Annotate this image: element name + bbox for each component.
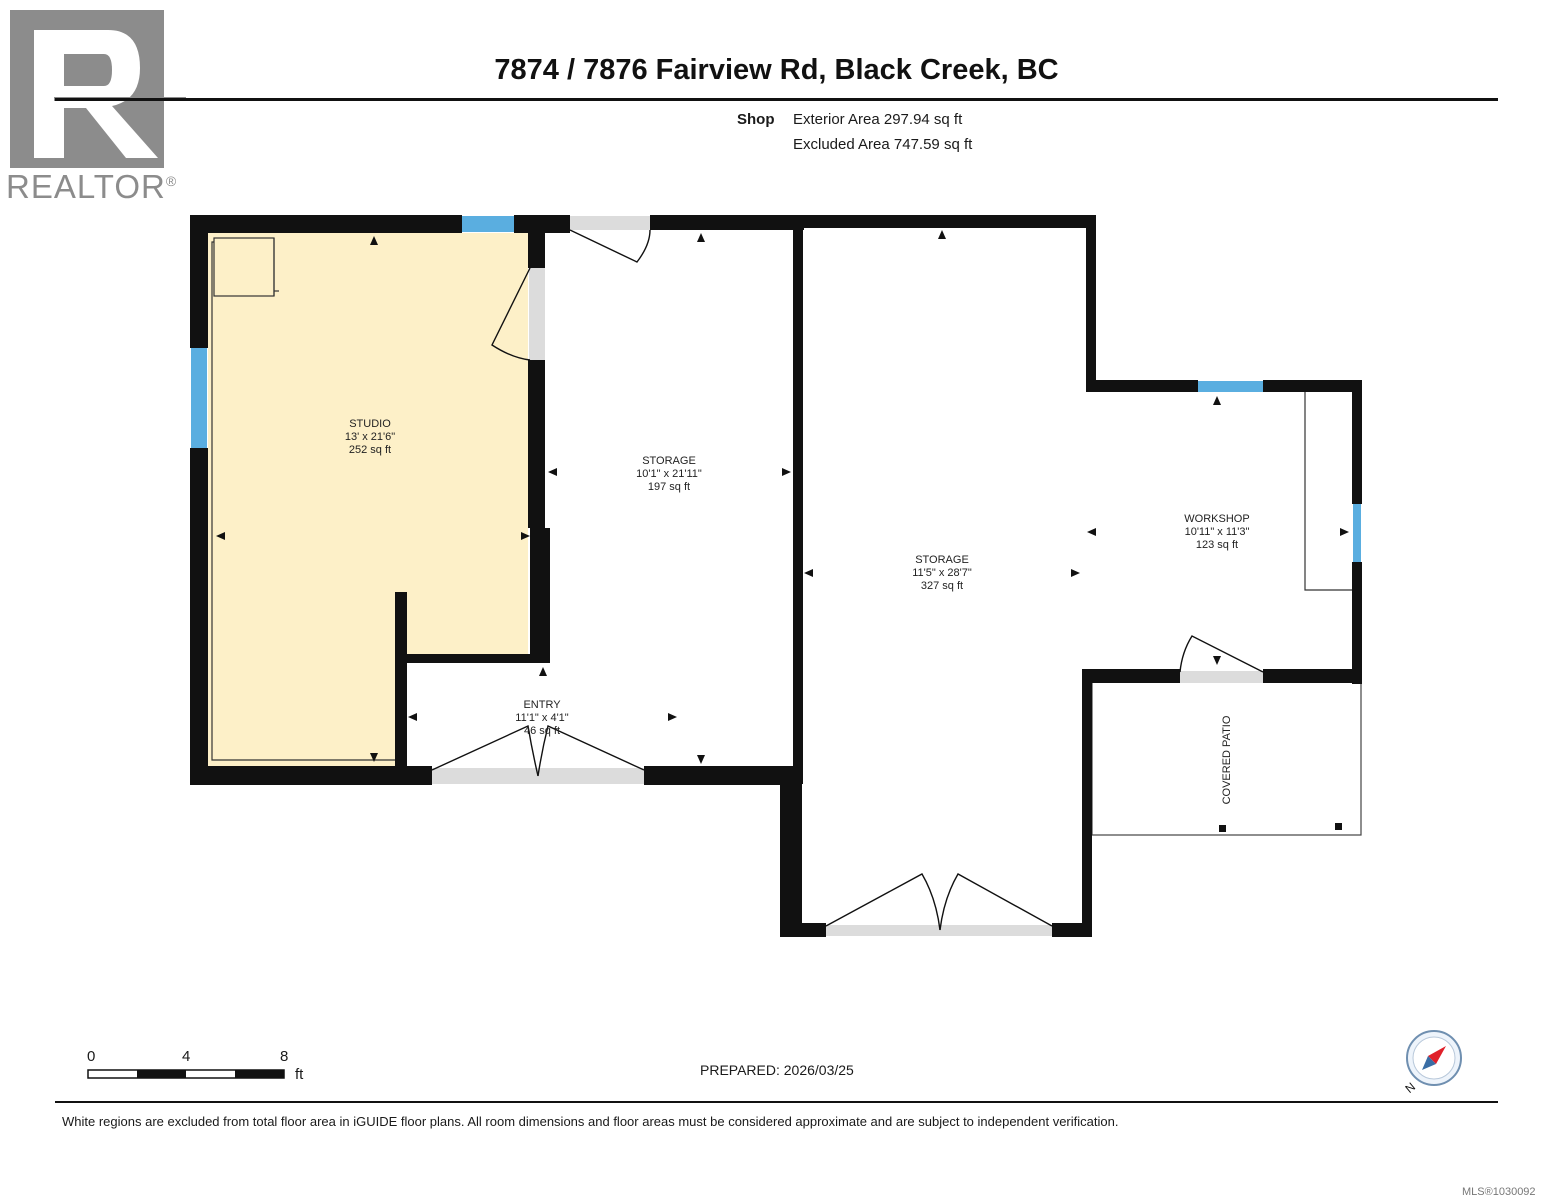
svg-text:252 sq ft: 252 sq ft — [349, 444, 391, 456]
dimension-arrows — [216, 230, 1349, 764]
room-label-storage-2: STORAGE 11'5" x 28'7" 327 sq ft — [912, 554, 972, 592]
room-label-workshop: WORKSHOP 10'11" x 11'3" 123 sq ft — [1184, 513, 1249, 551]
studio-floor — [208, 233, 528, 766]
scale-tick-8: 8 — [280, 1048, 289, 1065]
walls — [190, 215, 1362, 937]
room-label-covered-patio: COVERED PATIO — [1221, 715, 1233, 804]
svg-text:11'5" x 28'7": 11'5" x 28'7" — [912, 567, 972, 579]
svg-text:123 sq ft: 123 sq ft — [1196, 539, 1238, 551]
scale-tick-4: 4 — [182, 1048, 191, 1065]
built-ins — [211, 237, 1352, 761]
exterior-area-text: Exterior Area 297.94 sq ft — [793, 111, 963, 128]
footer-divider — [55, 1101, 1498, 1103]
realtor-logo — [10, 10, 186, 168]
svg-text:10'11" x 11'3": 10'11" x 11'3" — [1185, 526, 1250, 538]
svg-text:46 sq ft: 46 sq ft — [524, 725, 560, 737]
svg-text:197 sq ft: 197 sq ft — [648, 481, 690, 493]
door-swings — [431, 229, 1264, 931]
patio-post — [1219, 825, 1226, 832]
realtor-wordmark: REALTOR® — [6, 168, 178, 205]
title-divider — [55, 98, 1498, 101]
scale-tick-0: 0 — [87, 1048, 96, 1065]
page-title: 7874 / 7876 Fairview Rd, Black Creek, BC — [494, 54, 1059, 86]
compass-icon: N — [1402, 1030, 1462, 1096]
svg-text:STORAGE: STORAGE — [915, 554, 969, 566]
room-label-studio: STUDIO 13' x 21'6" 252 sq ft — [345, 418, 395, 456]
windows — [191, 216, 1361, 562]
door-openings — [432, 216, 1263, 936]
scale-bar — [87, 1069, 285, 1079]
excluded-area-text: Excluded Area 747.59 sq ft — [793, 136, 973, 153]
svg-text:STUDIO: STUDIO — [349, 418, 391, 430]
svg-text:WORKSHOP: WORKSHOP — [1184, 513, 1249, 525]
svg-text:11'1" x 4'1": 11'1" x 4'1" — [515, 712, 568, 724]
svg-text:10'1" x 21'11": 10'1" x 21'11" — [636, 468, 702, 480]
scale-unit: ft — [295, 1066, 304, 1083]
room-label-storage-1: STORAGE 10'1" x 21'11" 197 sq ft — [636, 455, 702, 493]
svg-text:ENTRY: ENTRY — [523, 699, 561, 711]
disclaimer-text: White regions are excluded from total fl… — [62, 1114, 1119, 1129]
patio-post — [1335, 823, 1342, 830]
svg-text:STORAGE: STORAGE — [642, 455, 696, 467]
svg-text:N: N — [1402, 1080, 1418, 1096]
prepared-date: PREPARED: 2026/03/25 — [700, 1062, 854, 1078]
room-label-entry: ENTRY 11'1" x 4'1" 46 sq ft — [515, 699, 568, 737]
svg-text:13' x 21'6": 13' x 21'6" — [345, 431, 395, 443]
svg-text:327 sq ft: 327 sq ft — [921, 580, 963, 592]
area-section-label: Shop — [737, 111, 775, 128]
mls-number: MLS®1030092 — [1462, 1186, 1536, 1198]
